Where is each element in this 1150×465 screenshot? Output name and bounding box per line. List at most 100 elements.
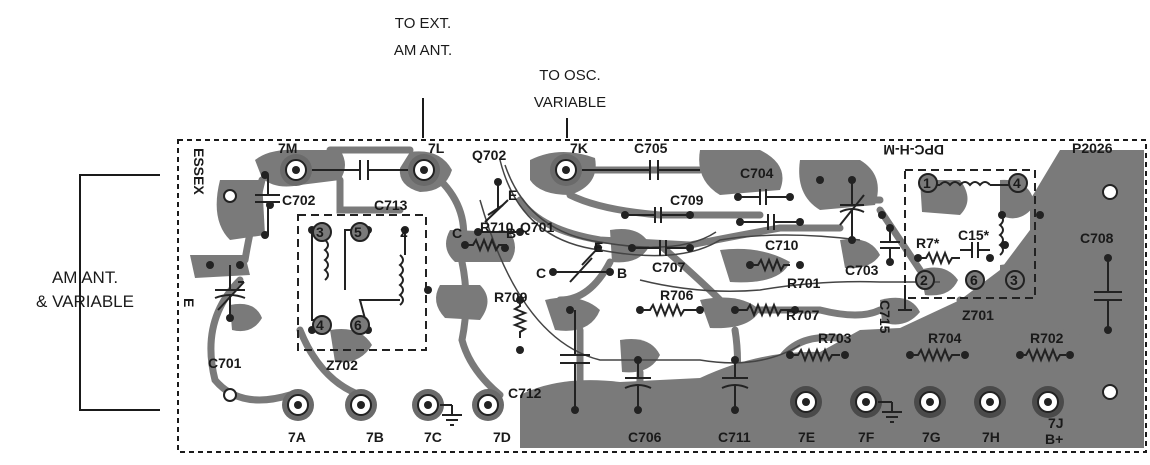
ground-icon	[440, 404, 462, 426]
label-7D: 7D	[493, 429, 511, 445]
terminal-7D	[472, 389, 504, 421]
pin-q702-c: C	[452, 225, 462, 241]
label-7C: 7C	[424, 429, 442, 445]
terminal-7C	[412, 389, 444, 421]
board-corner-mark: E	[181, 298, 197, 307]
label-R706: R706	[660, 287, 694, 303]
callout-ext-am-ant-line2: AM ANT.	[394, 42, 452, 59]
pin-labels: E B C E B C 3 5 2 4 6 1 4 2 6 3	[316, 175, 1021, 333]
pin-z701-1: 1	[923, 175, 931, 191]
terminal-7G	[914, 386, 946, 418]
capacitor-C708	[1094, 258, 1122, 330]
label-Z702: Z702	[326, 357, 358, 373]
capacitor-C710	[740, 214, 800, 230]
label-7L: 7L	[428, 140, 445, 156]
resistor-R707	[735, 302, 793, 318]
label-7B: 7B	[366, 429, 384, 445]
terminal-eyelets	[280, 154, 1064, 421]
ground-icon	[878, 401, 902, 423]
pin-q702-b: B	[506, 225, 516, 241]
terminal-7H	[974, 386, 1006, 418]
label-R704: R704	[928, 330, 962, 346]
transistor-symbols	[478, 182, 610, 283]
label-R703: R703	[818, 330, 852, 346]
board-id: P2026	[1072, 140, 1113, 156]
capacitor-symbols	[255, 160, 1122, 410]
label-7G: 7G	[922, 429, 941, 445]
resistor-R706	[640, 302, 700, 318]
resistor-R709	[512, 300, 528, 338]
resistor-R701	[750, 257, 790, 273]
capacitor-C707	[632, 240, 690, 256]
resistor-R7	[918, 250, 960, 266]
label-C704: C704	[740, 165, 774, 181]
pin-z702-6: 6	[354, 317, 362, 333]
pin-q702-e: E	[508, 187, 517, 203]
capacitor-C706	[624, 360, 652, 410]
terminal-7F	[850, 386, 882, 418]
pin-q701-b: B	[617, 265, 627, 281]
transistor-Q701	[553, 247, 610, 283]
terminal-7J	[1032, 386, 1064, 418]
transistor-Q702	[478, 182, 520, 233]
label-7J-bplus: B+	[1045, 431, 1063, 447]
label-Z701: Z701	[962, 307, 994, 323]
capacitor-C711	[721, 360, 749, 410]
label-7J: 7J	[1048, 415, 1064, 431]
callout-ext-am-ant-line1: TO EXT.	[395, 15, 451, 32]
label-R7: R7*	[916, 235, 940, 251]
pin-z701-3: 3	[1010, 272, 1018, 288]
label-R709: R709	[494, 289, 528, 305]
label-C15: C15*	[958, 227, 990, 243]
component-labels: C702 C713 Q702 R710 Q701 C705 C704 C709 …	[208, 140, 1114, 445]
board-side-mark: ESSEX	[191, 148, 207, 195]
label-C701: C701	[208, 355, 242, 371]
capacitor-C712	[560, 310, 590, 410]
callout-am-ant-variable-line1: AM ANT.	[52, 268, 118, 287]
ground-symbols	[440, 401, 902, 426]
label-R710: R710	[480, 219, 514, 235]
mounting-holes	[223, 184, 1118, 402]
terminal-7K	[550, 154, 582, 186]
label-C702: C702	[282, 192, 316, 208]
label-C712: C712	[508, 385, 542, 401]
callout-lines	[79, 98, 568, 411]
resistor-R702	[1020, 347, 1066, 363]
terminal-7B	[345, 389, 377, 421]
label-C710: C710	[765, 237, 799, 253]
pin-z702-2: 2	[400, 224, 408, 240]
label-C715: C715	[877, 300, 893, 334]
outlined-traces	[479, 159, 940, 364]
terminal-7M	[280, 154, 312, 186]
variable-capacitor-C704b	[839, 180, 865, 240]
label-C711: C711	[718, 429, 751, 445]
label-C706: C706	[628, 429, 662, 445]
pin-q701-e: E	[594, 239, 603, 255]
callout-osc-variable-line1: TO OSC.	[539, 67, 600, 84]
terminal-labels: 7M 7L 7K 7A 7B 7C 7D 7E 7F 7G 7H 7J B+	[278, 140, 1064, 447]
variable-capacitors	[214, 180, 865, 318]
pin-z701-4: 4	[1013, 175, 1021, 191]
variable-capacitor-C701	[214, 265, 246, 318]
pin-z702-4: 4	[316, 317, 324, 333]
label-C708: C708	[1080, 230, 1114, 246]
capacitor-C705	[582, 160, 700, 180]
pin-z701-2: 2	[920, 272, 928, 288]
label-7K: 7K	[570, 140, 588, 156]
label-C707: C707	[652, 259, 686, 275]
capacitor-C703	[880, 228, 900, 262]
label-R701: R701	[787, 275, 821, 291]
label-C705: C705	[634, 140, 668, 156]
callout-osc-variable-line2: VARIABLE	[534, 94, 606, 111]
resistor-R704	[910, 347, 960, 363]
capacitor-C702	[255, 175, 280, 235]
pin-z702-5: 5	[354, 224, 362, 240]
label-7M: 7M	[278, 140, 297, 156]
transformer-Z702	[297, 214, 427, 351]
capacitor-C704	[738, 189, 790, 205]
label-C703: C703	[845, 262, 879, 278]
terminal-7E	[790, 386, 822, 418]
label-C713: C713	[374, 197, 408, 213]
callout-am-ant-variable-line2: & VARIABLE	[36, 292, 134, 311]
